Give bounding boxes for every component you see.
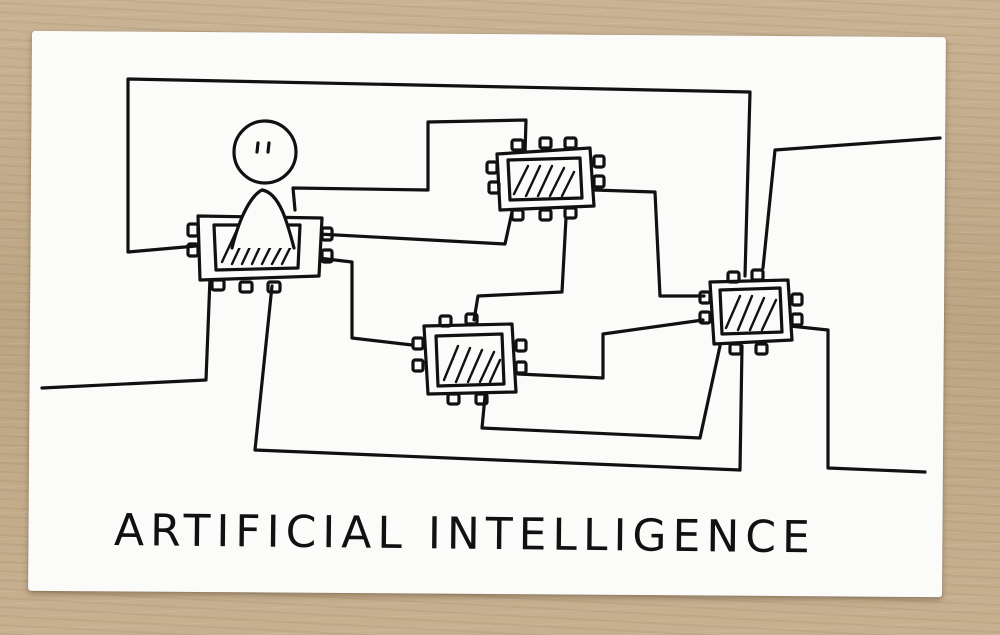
trace-outer-loop	[126, 77, 752, 278]
trace-right-exit	[788, 324, 927, 474]
trace-left-exit	[40, 276, 212, 390]
circuit-traces	[40, 77, 942, 474]
chip-icon	[411, 312, 528, 406]
chip-icon	[186, 188, 334, 294]
trace-chip3-bottom	[480, 344, 722, 440]
chip-icon	[485, 136, 606, 222]
trace-chip3-chip4	[516, 318, 705, 380]
trace-chip1-chip2	[316, 210, 514, 246]
trace-chip2-chip4	[592, 188, 706, 298]
trace-top-right-exit	[761, 136, 942, 270]
trace-chip1-chip3	[316, 256, 414, 347]
trace-bottom-loop	[253, 284, 744, 472]
trace-top-link	[291, 118, 528, 212]
handwritten-caption: ARTIFICIAL INTELLIGENCE	[113, 505, 817, 564]
trace-chip2-chip3	[472, 216, 568, 322]
chip-icon	[698, 268, 804, 356]
